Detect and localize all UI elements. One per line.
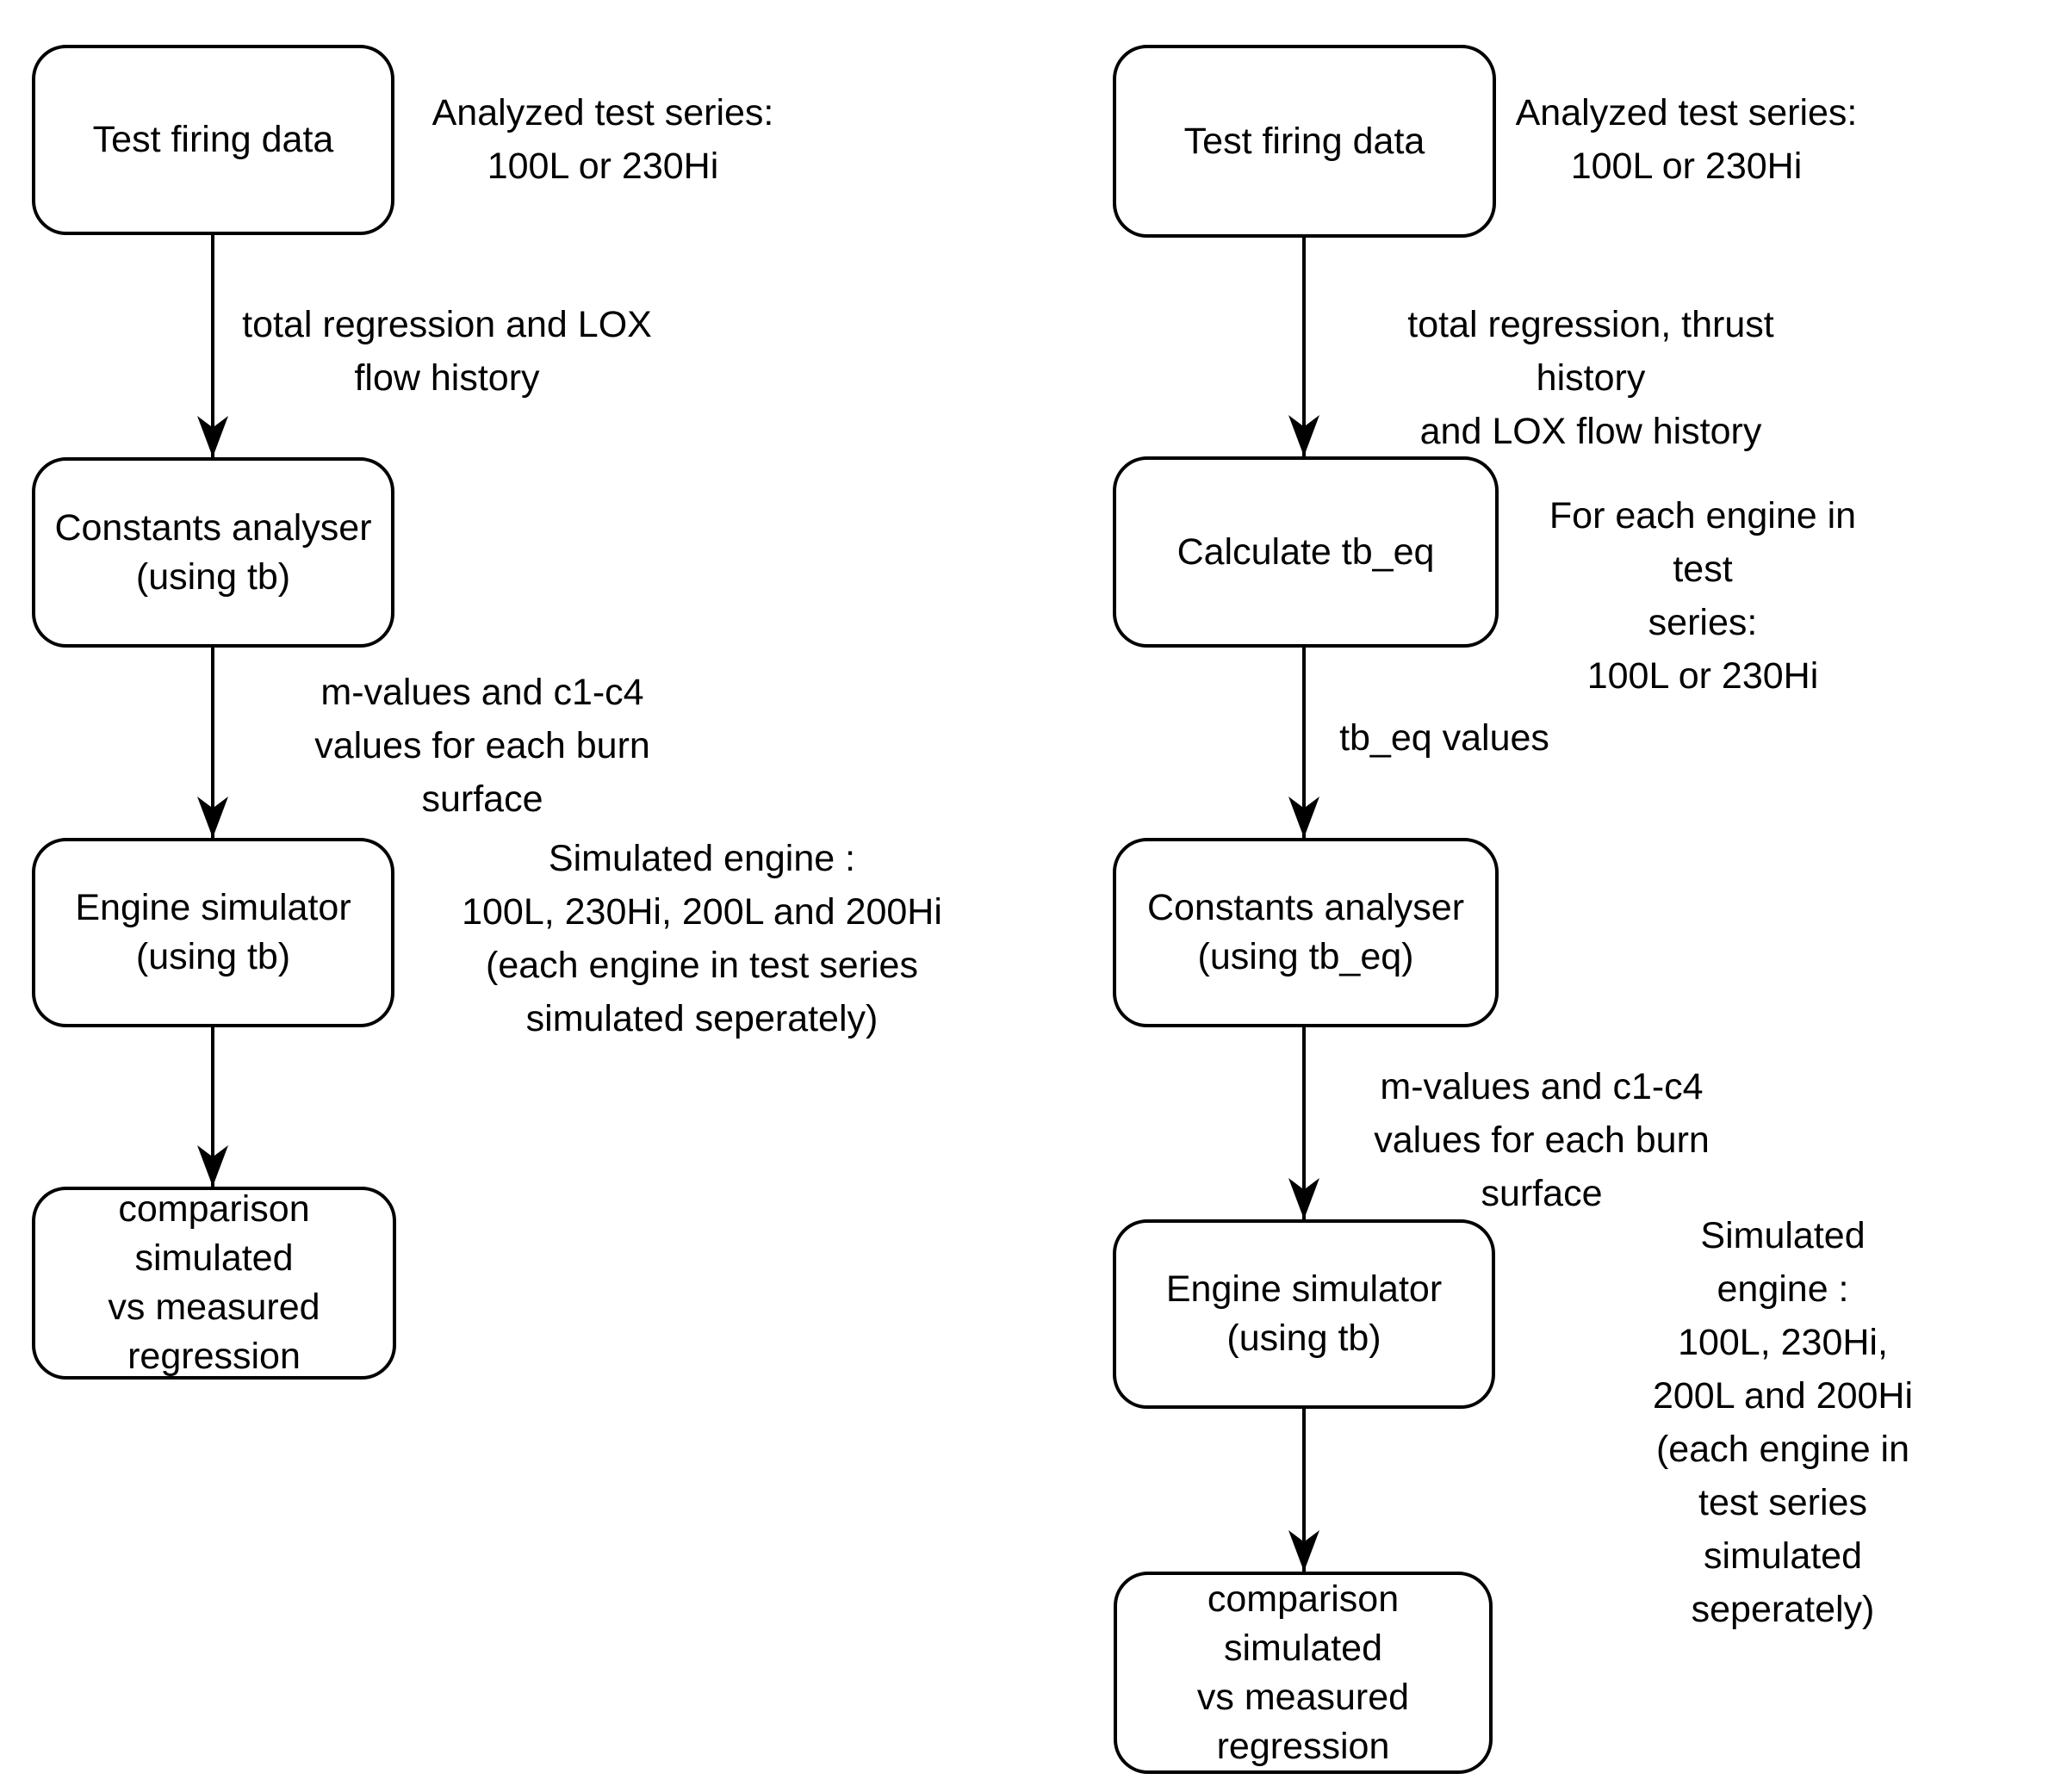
node-test-firing-data-left: Test firing data — [32, 45, 394, 235]
arrow-line-right-2 — [1302, 648, 1306, 838]
arrow-line-right-1 — [1302, 238, 1306, 456]
arrow-line-right-3 — [1302, 1027, 1306, 1219]
arrow-line-left-3 — [211, 1027, 214, 1187]
arrow-line-right-4 — [1302, 1409, 1306, 1572]
arrow-line-left-2 — [211, 648, 214, 838]
node-constants-analyser-tb: Constants analyser (using tb) — [32, 457, 394, 648]
annotation-analyzed-test-series-right: Analyzed test series: 100L or 230Hi — [1515, 86, 1858, 193]
edge-label-m-values-right: m-values and c1-c4 values for each burn … — [1374, 1060, 1710, 1220]
annotation-simulated-engine-left: Simulated engine : 100L, 230Hi, 200L and… — [462, 832, 942, 1045]
edge-label-total-regression-right: total regression, thrust history and LOX… — [1358, 298, 1823, 458]
node-constants-analyser-tbeq: Constants analyser (using tb_eq) — [1113, 838, 1499, 1027]
annotation-simulated-engine-right: Simulated engine : 100L, 230Hi, 200L and… — [1647, 1209, 1919, 1636]
node-engine-simulator-tb-right: Engine simulator (using tb) — [1113, 1219, 1495, 1409]
node-calculate-tbeq: Calculate tb_eq — [1113, 456, 1499, 648]
node-comparison-right: comparison simulated vs measured regress… — [1114, 1572, 1493, 1774]
arrow-line-left-1 — [211, 235, 214, 457]
annotation-analyzed-test-series-left: Analyzed test series: 100L or 230Hi — [431, 86, 774, 193]
edge-label-tbeq-values: tb_eq values — [1339, 711, 1549, 765]
node-test-firing-data-right: Test firing data — [1113, 45, 1496, 238]
node-comparison-left: comparison simulated vs measured regress… — [32, 1187, 396, 1380]
annotation-for-each-engine: For each engine in test series: 100L or … — [1526, 489, 1879, 703]
edge-label-total-regression-left: total regression and LOX flow history — [242, 298, 652, 405]
edge-label-m-values-left: m-values and c1-c4 values for each burn … — [314, 666, 650, 826]
node-engine-simulator-tb-left: Engine simulator (using tb) — [32, 838, 394, 1027]
